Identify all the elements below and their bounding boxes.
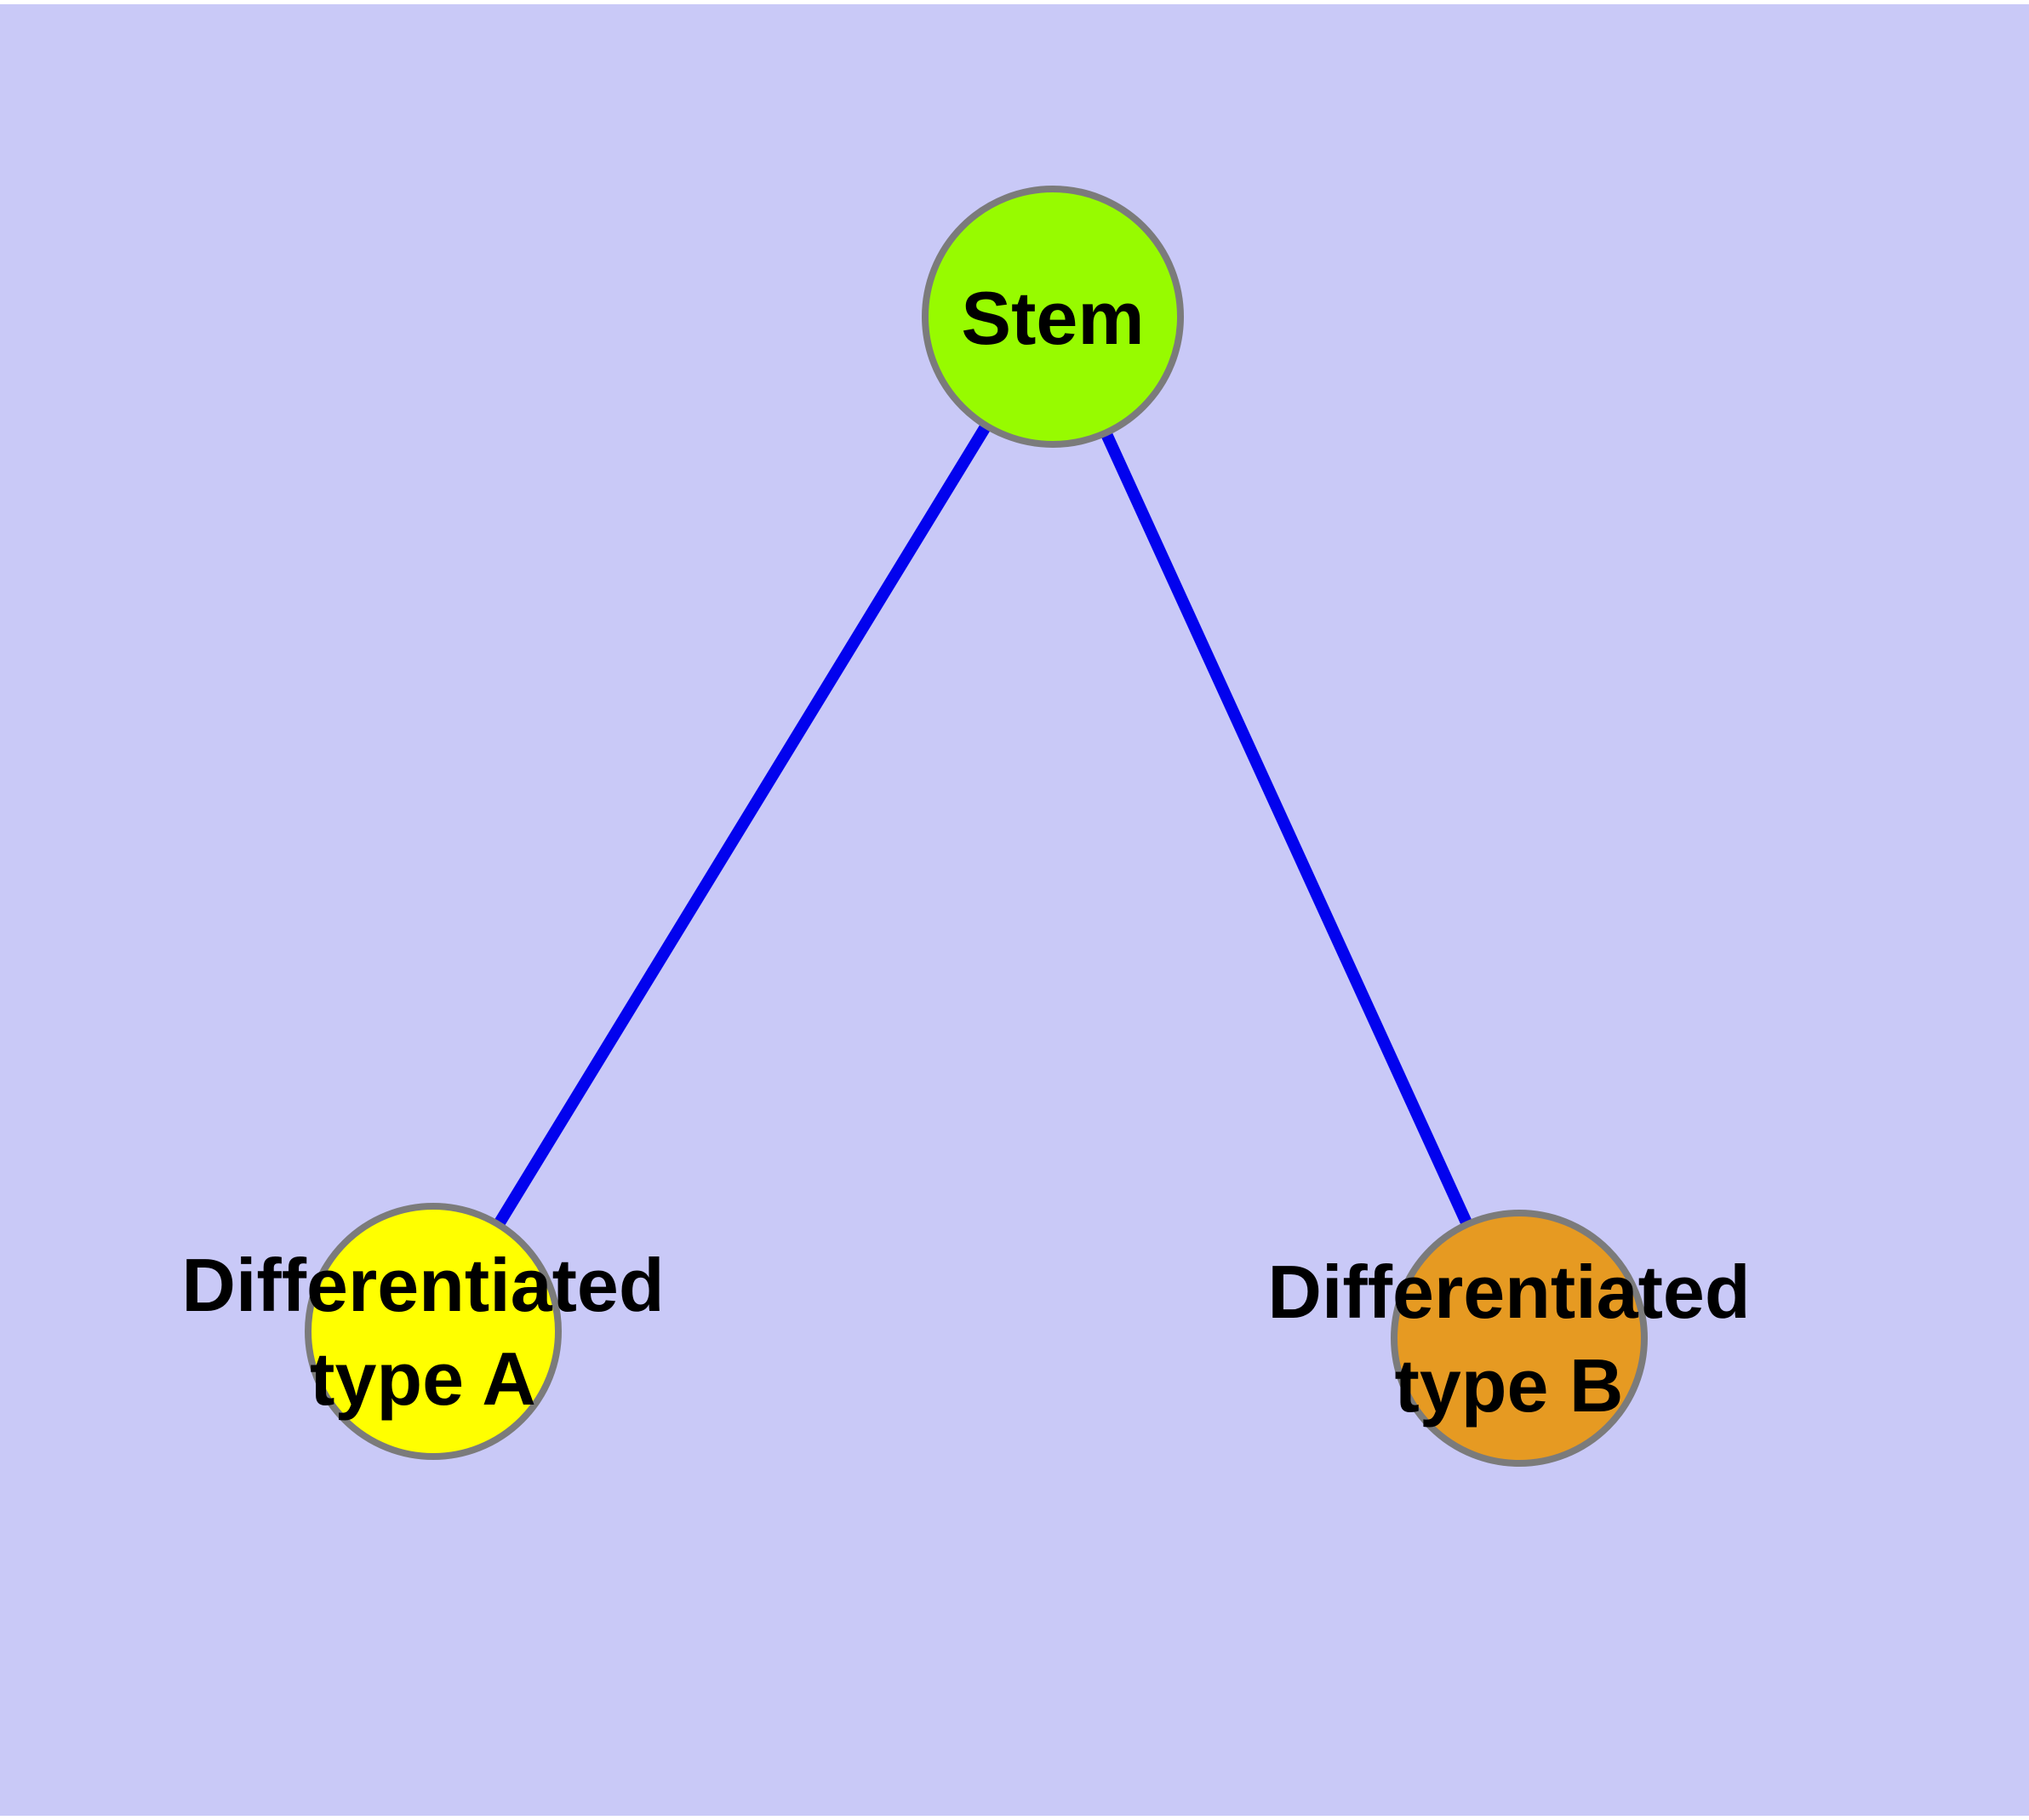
node-type-b-label-line2: type B	[1395, 1343, 1624, 1428]
node-type-b-label-line1: Differentiated	[1267, 1250, 1750, 1334]
node-stem-label: Stem	[961, 276, 1144, 360]
node-stem	[922, 186, 1184, 448]
node-differentiated-type-b	[1391, 1210, 1648, 1467]
node-type-a-label-line1: Differentiated	[181, 1243, 664, 1327]
edge-stem-to-type-b	[1047, 314, 1525, 1341]
node-type-a-label-line2: type A	[310, 1336, 536, 1421]
node-differentiated-type-a	[305, 1203, 562, 1460]
edge-stem-to-type-a	[428, 313, 1058, 1335]
